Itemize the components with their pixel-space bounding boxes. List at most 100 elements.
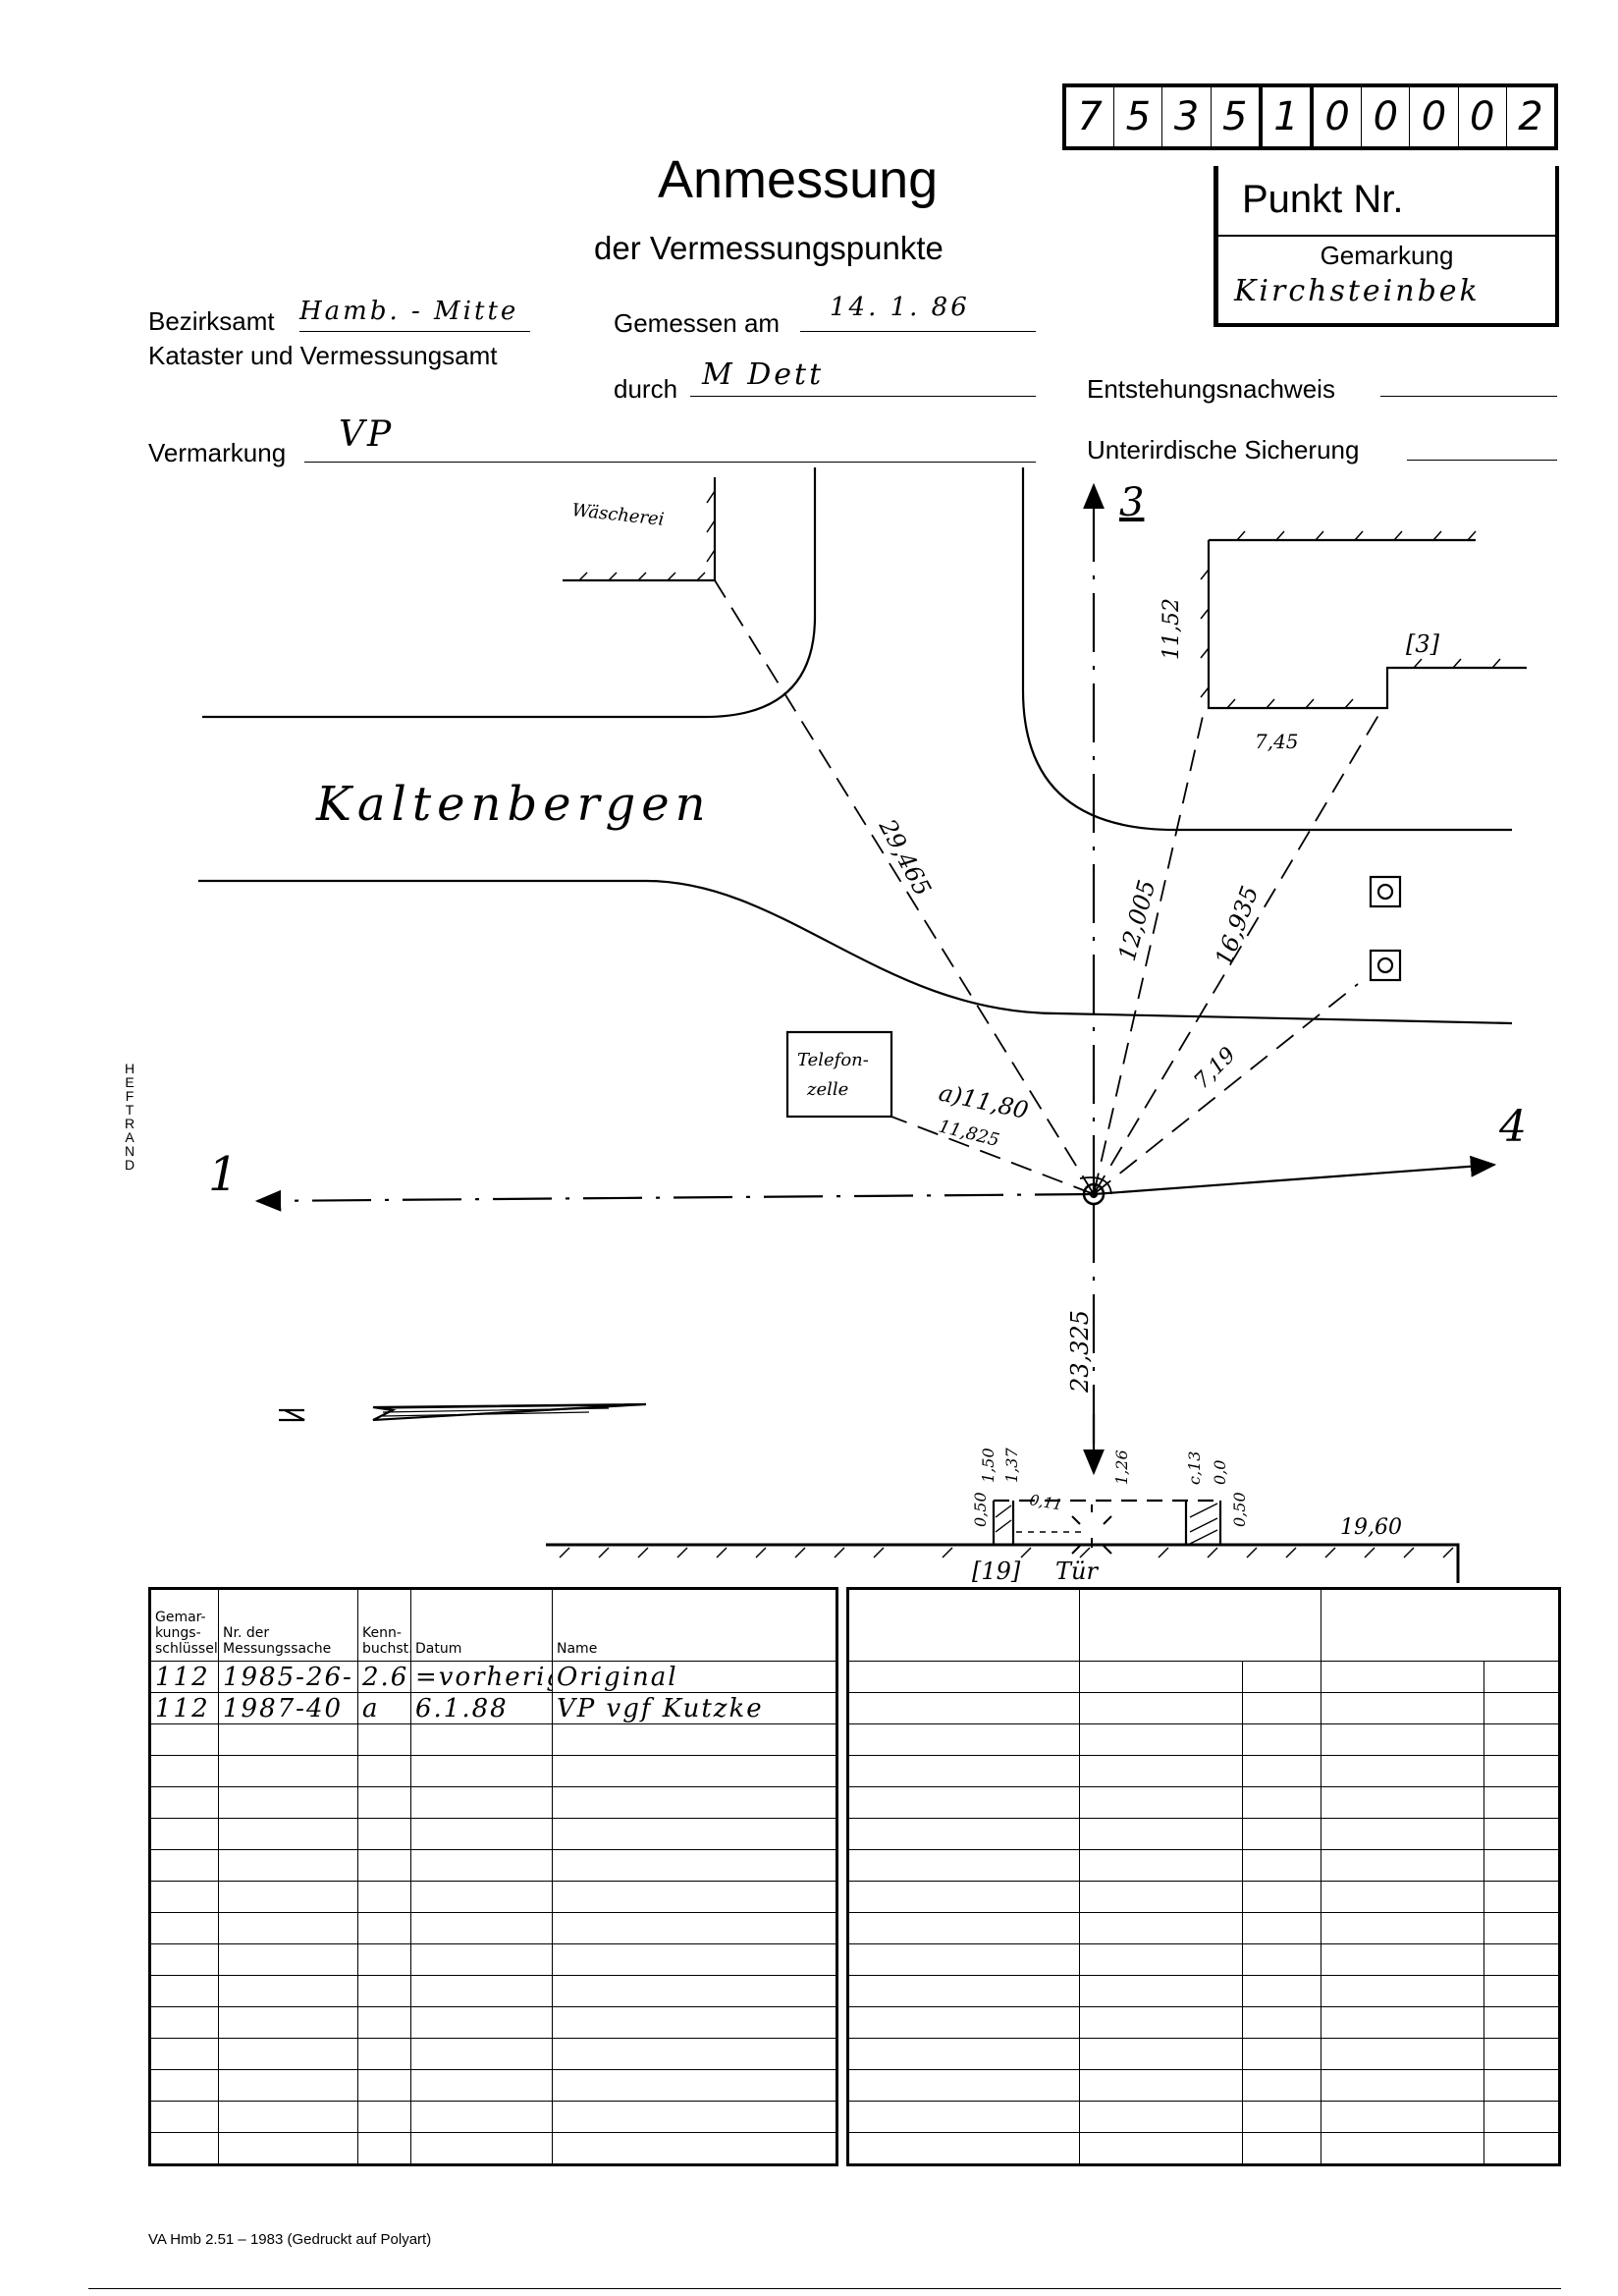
table-cell: [847, 2038, 1080, 2070]
table-cell: [218, 1943, 358, 1976]
table-row: [149, 2101, 837, 2133]
measure-00: 0,0: [1211, 1460, 1229, 1485]
table-cell: [357, 2132, 411, 2165]
table-row: [847, 2101, 1560, 2133]
table-cell: [410, 2101, 553, 2133]
table-cell: 6.1.88: [410, 1692, 553, 1724]
table-row: [847, 1692, 1560, 1724]
measure-c13: c,13: [1185, 1451, 1204, 1485]
table-cell: [847, 1943, 1080, 1976]
table-cell: [1321, 2069, 1484, 2102]
table-cell: [1483, 1849, 1560, 1882]
measure-011: 0,11: [1028, 1491, 1063, 1514]
vermarkung-value: VP: [339, 414, 395, 455]
table-cell: [552, 1755, 837, 1787]
table-cell: [1321, 2006, 1484, 2039]
road-edge-south: [198, 879, 1513, 1025]
table-cell: [149, 1943, 219, 1976]
house-number-19: [19]: [972, 1558, 1021, 1585]
table-cell: [218, 1912, 358, 1944]
table-cell: [1483, 2038, 1560, 2070]
table-cell: [357, 1881, 411, 1913]
number-digit-box: 2: [1505, 87, 1554, 146]
table-cell: [410, 1755, 553, 1787]
table-cell: [1242, 1786, 1321, 1819]
table-cell: [149, 2132, 219, 2165]
column-header: [1321, 1588, 1560, 1662]
table-cell: [357, 1912, 411, 1944]
table-row: [149, 1943, 837, 1976]
telefonzelle-label-2: zelle: [806, 1079, 848, 1100]
measure-126: 1,26: [1112, 1449, 1131, 1485]
table-cell: [218, 1849, 358, 1882]
street-name: Kaltenbergen: [315, 777, 712, 832]
table-cell: [410, 2132, 553, 2165]
measure-050-left: 0,50: [971, 1492, 990, 1527]
table-cell: [1321, 2038, 1484, 2070]
table-cell: [1321, 1912, 1484, 1944]
table-cell: [218, 1818, 358, 1850]
door-label: Tür: [1055, 1558, 1099, 1585]
kataster-label: Kataster und Vermessungsamt: [148, 341, 498, 370]
table-cell: [218, 2132, 358, 2165]
table-row: [847, 2132, 1560, 2165]
table-cell: [1079, 1723, 1243, 1756]
marker-square-2: [1369, 949, 1402, 982]
table-cell: [1483, 2069, 1560, 2102]
table-row: [149, 1723, 837, 1756]
table-cell: [1242, 1818, 1321, 1850]
table-cell: [1242, 2069, 1321, 2102]
table-row: [149, 1849, 837, 1882]
table-cell: [1242, 1849, 1321, 1882]
table-cell: [218, 1975, 358, 2007]
direction-3: 3: [1119, 480, 1144, 525]
table-cell: 1987-40: [218, 1692, 358, 1724]
measure-29465: 29,465: [873, 814, 937, 901]
bottom-rule: [88, 2288, 1561, 2289]
table-cell: 1985-26-: [218, 1661, 358, 1693]
waescherei-building: [563, 477, 717, 582]
table-row: [847, 2038, 1560, 2070]
table-cell: [410, 1723, 553, 1756]
table-cell: [847, 1661, 1080, 1693]
table-cell: [1079, 2006, 1243, 2039]
table-cell: [847, 2006, 1080, 2039]
footer-note: VA Hmb 2.51 – 1983 (Gedruckt auf Polyart…: [148, 2231, 432, 2248]
north-arrow-icon: [279, 1402, 647, 1422]
table-row: [847, 1786, 1560, 1819]
table-cell: [410, 2069, 553, 2102]
table-cell: 112: [149, 1692, 219, 1724]
table-cell: [1321, 1723, 1484, 1756]
table-cell: [1483, 1723, 1560, 1756]
column-header: Kenn-buchst.: [357, 1588, 411, 1662]
table-cell: [1242, 1975, 1321, 2007]
table-row: [149, 1818, 837, 1850]
number-digit-box: 5: [1210, 87, 1259, 146]
table-cell: [1483, 2006, 1560, 2039]
table-row: [847, 1818, 1560, 1850]
bezirksamt-label: Bezirksamt: [148, 306, 275, 336]
gemessen-label: Gemessen am: [614, 308, 781, 338]
axis-1: [254, 1189, 1095, 1212]
pillar-right: [1184, 1501, 1222, 1545]
table-cell: [1483, 1786, 1560, 1819]
punkt-label: Punkt Nr.: [1242, 178, 1404, 221]
table-cell: [847, 1786, 1080, 1819]
column-header: Name: [552, 1588, 837, 1662]
table-cell: [1079, 2069, 1243, 2102]
table-row: [847, 1912, 1560, 1944]
table-cell: [149, 1818, 219, 1850]
table-cell: Original: [552, 1661, 837, 1693]
table-cell: 2.6: [357, 1661, 411, 1693]
marker-square-2-dot: [1376, 957, 1394, 974]
table-cell: 112: [149, 1661, 219, 1693]
table-cell: [1321, 1818, 1484, 1850]
table-cell: [149, 1755, 219, 1787]
table-cell: [1079, 1881, 1243, 1913]
number-digit-box: 0: [1409, 87, 1457, 146]
measurement-rays: [714, 579, 1381, 1195]
measure-16935: 16,935: [1210, 883, 1264, 969]
table-cell: [149, 2006, 219, 2039]
table-row: [847, 1943, 1560, 1976]
table-cell: [847, 1912, 1080, 1944]
